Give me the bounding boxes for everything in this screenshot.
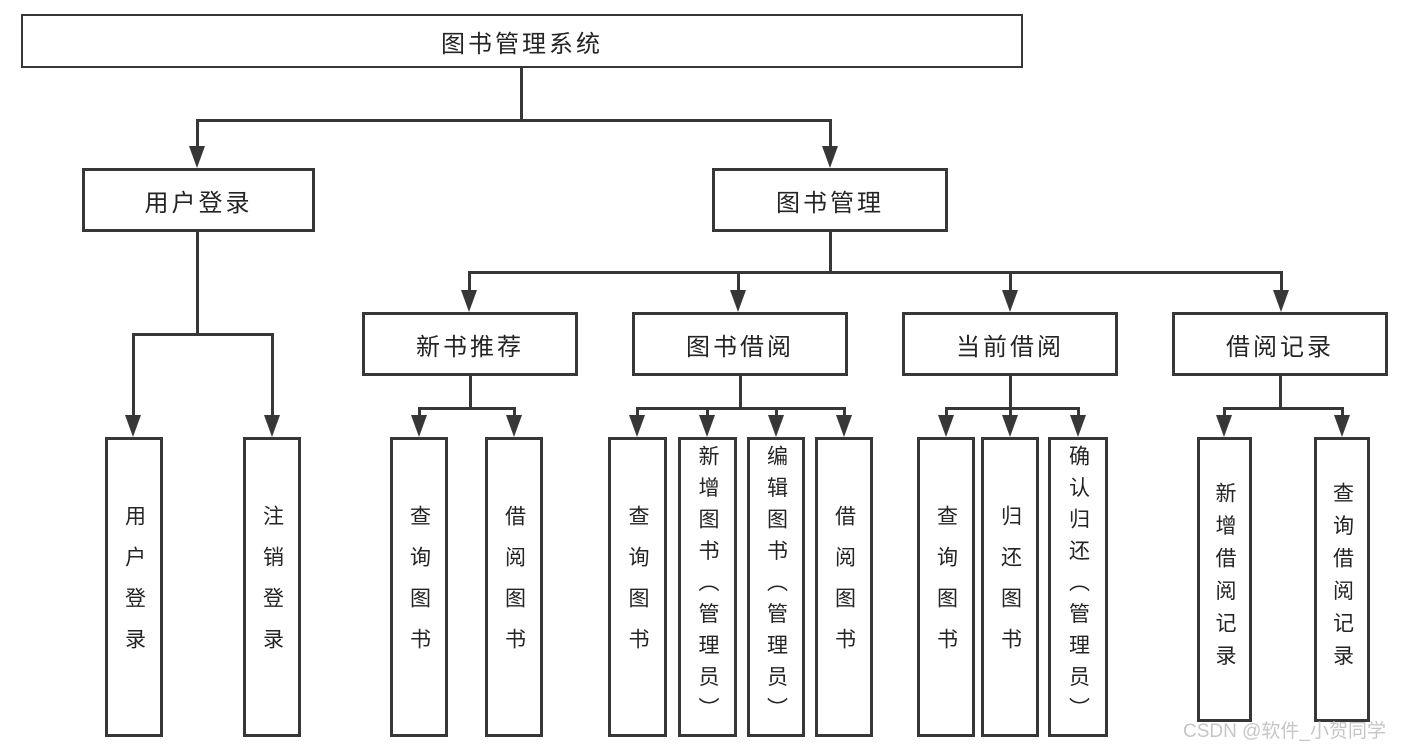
leaf-query-borrow-record-label: 查询借阅记录 bbox=[1330, 481, 1354, 678]
leaf-add-borrow-record-label: 新增借阅记录 bbox=[1213, 481, 1237, 678]
node-user-login: 用户登录 bbox=[82, 168, 315, 232]
node-current-borrow-label: 当前借阅 bbox=[956, 333, 1064, 361]
node-book-management: 图书管理 bbox=[712, 168, 948, 232]
node-borrow-records: 借阅记录 bbox=[1172, 312, 1388, 376]
node-root: 图书管理系统 bbox=[21, 14, 1023, 68]
leaf-return-books-label: 归还图书 bbox=[998, 505, 1022, 669]
leaf-add-borrow-record: 新增借阅记录 bbox=[1197, 437, 1252, 722]
arrow-down-icon bbox=[195, 119, 199, 146]
arrow-down-icon bbox=[1008, 407, 1012, 415]
node-book-borrow-label: 图书借阅 bbox=[686, 333, 794, 361]
leaf-confirm-return-admin: 确认归还（管理员） bbox=[1048, 437, 1108, 737]
arrow-down-icon bbox=[1279, 271, 1283, 290]
leaf-borrow-books-label: 借阅图书 bbox=[502, 505, 526, 669]
arrow-down-icon bbox=[1340, 407, 1344, 415]
node-book-borrow: 图书借阅 bbox=[632, 312, 848, 376]
leaf-query-books: 查询图书 bbox=[390, 437, 448, 737]
connector-hline bbox=[131, 333, 274, 336]
connector-hline bbox=[467, 271, 1283, 274]
leaf-query-borrow-record: 查询借阅记录 bbox=[1314, 437, 1370, 722]
connector-hline bbox=[417, 407, 516, 410]
arrow-down-icon bbox=[828, 119, 832, 146]
node-user-login-label: 用户登录 bbox=[144, 189, 253, 217]
connector-vline bbox=[828, 232, 832, 274]
leaf-borrow-books-2-label: 借阅图书 bbox=[832, 505, 856, 669]
node-book-management-label: 图书管理 bbox=[776, 189, 884, 217]
node-root-label: 图书管理系统 bbox=[441, 30, 603, 58]
leaf-return-books: 归还图书 bbox=[981, 437, 1039, 737]
node-current-borrow: 当前借阅 bbox=[902, 312, 1118, 376]
arrow-down-icon bbox=[635, 407, 639, 415]
arrow-down-icon bbox=[1076, 407, 1080, 415]
leaf-query-books-3-label: 查询图书 bbox=[934, 505, 958, 669]
arrow-down-icon bbox=[512, 407, 516, 415]
leaf-edit-books-admin-label: 编辑图书（管理员） bbox=[764, 445, 788, 729]
connector-vline bbox=[1278, 376, 1282, 409]
arrow-down-icon bbox=[842, 407, 846, 415]
arrow-down-icon bbox=[467, 271, 471, 290]
connector-hline bbox=[635, 407, 846, 410]
arrow-down-icon bbox=[774, 407, 778, 415]
arrow-down-icon bbox=[1222, 407, 1226, 415]
arrow-down-icon bbox=[270, 333, 274, 415]
leaf-query-books-2: 查询图书 bbox=[608, 437, 667, 737]
arrow-down-icon bbox=[1008, 271, 1012, 290]
leaf-query-books-3: 查询图书 bbox=[917, 437, 975, 737]
connector-vline bbox=[1008, 376, 1012, 409]
arrow-down-icon bbox=[944, 407, 948, 415]
csdn-watermark: CSDN @软件_小贺同学 bbox=[1183, 721, 1386, 742]
leaf-user-login-label: 用户登录 bbox=[122, 505, 146, 669]
connector-vline bbox=[738, 376, 742, 409]
connector-vline bbox=[195, 232, 199, 336]
arrow-down-icon bbox=[131, 333, 135, 415]
arrow-down-icon bbox=[736, 271, 740, 290]
leaf-edit-books-admin: 编辑图书（管理员） bbox=[747, 437, 805, 737]
leaf-borrow-books-2: 借阅图书 bbox=[815, 437, 873, 737]
node-new-book-recommend: 新书推荐 bbox=[362, 312, 578, 376]
arrow-down-icon bbox=[417, 407, 421, 415]
leaf-query-books-label: 查询图书 bbox=[407, 505, 431, 669]
arrow-down-icon bbox=[705, 407, 709, 415]
connector-hline bbox=[195, 119, 832, 122]
leaf-user-login: 用户登录 bbox=[105, 437, 163, 737]
connector-vline bbox=[519, 68, 523, 120]
leaf-query-books-2-label: 查询图书 bbox=[626, 505, 650, 669]
leaf-borrow-books: 借阅图书 bbox=[485, 437, 543, 737]
leaf-logout-label: 注销登录 bbox=[260, 505, 284, 669]
connector-vline bbox=[468, 376, 472, 409]
node-new-book-recommend-label: 新书推荐 bbox=[416, 333, 524, 361]
leaf-add-books-admin: 新增图书（管理员） bbox=[678, 437, 737, 737]
connector-hline bbox=[944, 407, 1080, 410]
leaf-add-books-admin-label: 新增图书（管理员） bbox=[696, 445, 720, 729]
leaf-logout: 注销登录 bbox=[243, 437, 301, 737]
node-borrow-records-label: 借阅记录 bbox=[1226, 333, 1334, 361]
connector-hline bbox=[1222, 407, 1344, 410]
leaf-confirm-return-admin-label: 确认归还（管理员） bbox=[1066, 445, 1090, 729]
